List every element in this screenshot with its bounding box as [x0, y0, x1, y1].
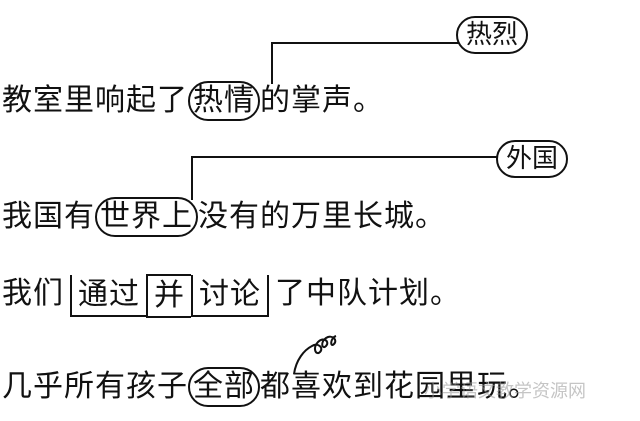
sentence-4-after: 都喜欢到花园里玩。 [260, 368, 539, 404]
connector-vertical-2 [191, 156, 193, 200]
sentence-2-after: 没有的万里长城。 [198, 198, 446, 234]
watermark: 小学语文教学资源网 [424, 381, 586, 402]
connector-vertical-1 [271, 42, 273, 84]
correction-note-1: 热烈 [456, 16, 529, 54]
sentence-3-after: 了中队计划。 [275, 276, 461, 311]
deletion-mark-icon [293, 335, 337, 375]
connector-horizontal-1 [271, 42, 459, 44]
sentence-1-after: 的掌声。 [260, 82, 384, 118]
sentence-4: 几乎所有孩子全部都喜欢到花园里玩。 [2, 366, 539, 407]
sentence-1-before: 教室里响起了 [2, 82, 188, 118]
marked-word-1: 热情 [188, 80, 260, 121]
marked-word-2: 世界上 [95, 196, 198, 237]
sentence-3-before: 我们 [2, 276, 64, 311]
boxed-word-1: 通过 [70, 275, 146, 317]
connector-horizontal-2 [191, 156, 498, 158]
sentence-3: 我们通过并讨论了中队计划。 [2, 270, 461, 318]
boxed-word-3: 讨论 [191, 275, 269, 317]
correction-note-2: 外国 [496, 140, 569, 178]
marked-word-4: 全部 [188, 366, 260, 407]
sentence-2-before: 我国有 [2, 198, 95, 234]
sentence-2: 我国有世界上没有的万里长城。 [2, 196, 446, 237]
boxed-word-2: 并 [146, 274, 191, 318]
sentence-4-before: 几乎所有孩子 [2, 368, 188, 404]
sentence-1: 教室里响起了热情的掌声。 [2, 80, 384, 121]
